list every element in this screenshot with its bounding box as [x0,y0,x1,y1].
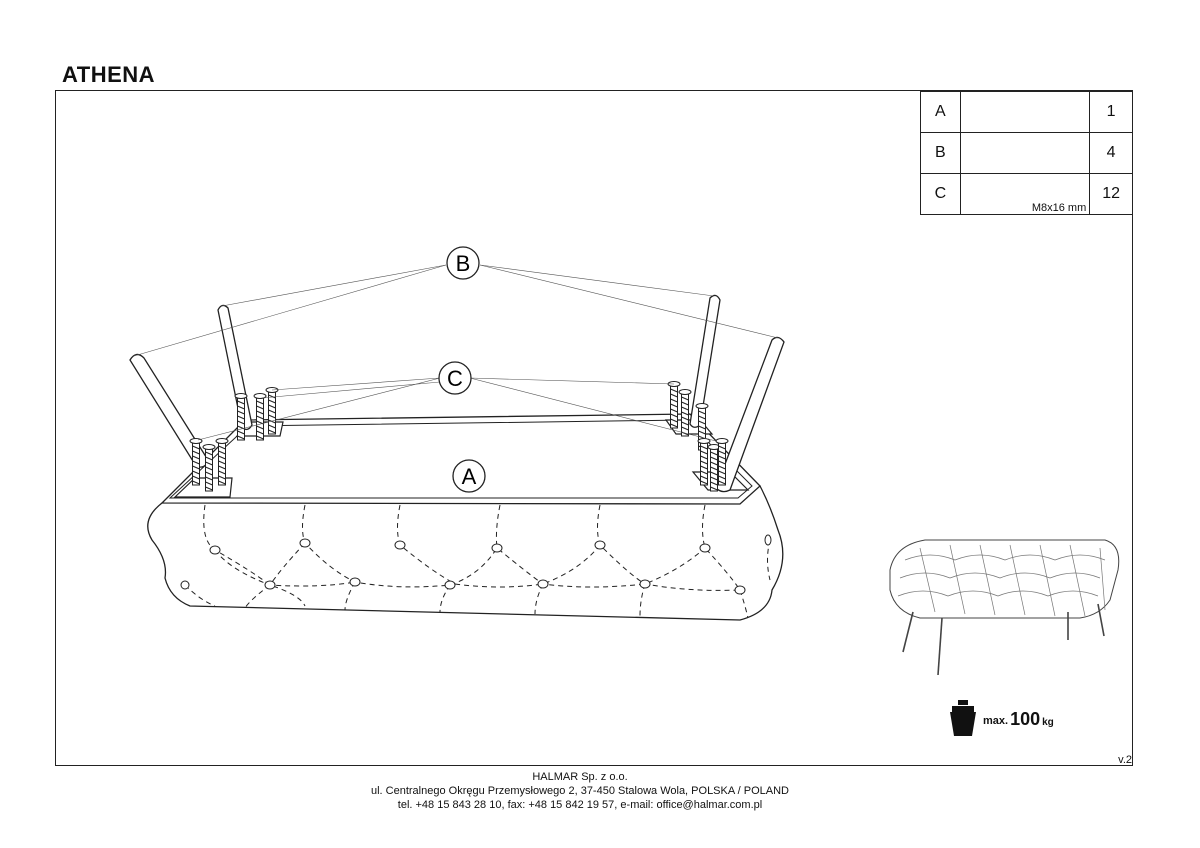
footer-address: ul. Centralnego Okręgu Przemysłowego 2, … [370,785,789,797]
max-load-prefix: max. [983,715,1009,727]
bolt-spec: M8x16 mm [1031,202,1087,214]
diagram-frame [55,90,1133,766]
parts-row-b: B 4 [920,132,1133,174]
callout-a: A [452,459,486,493]
callout-c: C [438,361,472,395]
parts-row-a: A 1 [920,91,1133,133]
part-key: B [920,132,961,174]
footer-contact: tel. +48 15 843 28 10, fax: +48 15 842 1… [397,799,763,811]
svg-text:A: A [462,464,477,489]
page-title: ATHENA [62,62,156,87]
part-key: A [920,91,961,133]
footer: HALMAR Sp. z o.o. ul. Centralnego Okręgu… [0,770,1160,812]
assembled-bench-illustration [889,539,1120,676]
callout-b: B [446,246,480,280]
part-qty: 4 [1089,132,1133,174]
part-image-cell [959,132,1091,174]
parts-row-c: C M8x16 mm 12 [920,173,1133,215]
footer-company: HALMAR Sp. z o.o. [532,771,628,783]
max-load-label: max. 100 kg [951,700,1054,736]
part-image-cell [959,91,1091,133]
leader-lines [133,264,779,442]
part-qty: 1 [1089,91,1133,133]
seat-body [147,413,784,621]
legs [129,294,785,493]
parts-table: A 1 B 4 C M8x16 mm 12 [920,91,1133,215]
max-load-value: 100 [1010,709,1041,729]
part-key: C [920,173,961,215]
svg-text:B: B [456,251,471,276]
svg-text:C: C [447,366,463,391]
version-label: v.2 [1118,754,1132,766]
part-image-cell: M8x16 mm [959,173,1091,215]
max-load-unit: kg [1042,716,1054,728]
weight-icon [950,700,976,736]
part-qty: 12 [1089,173,1133,215]
